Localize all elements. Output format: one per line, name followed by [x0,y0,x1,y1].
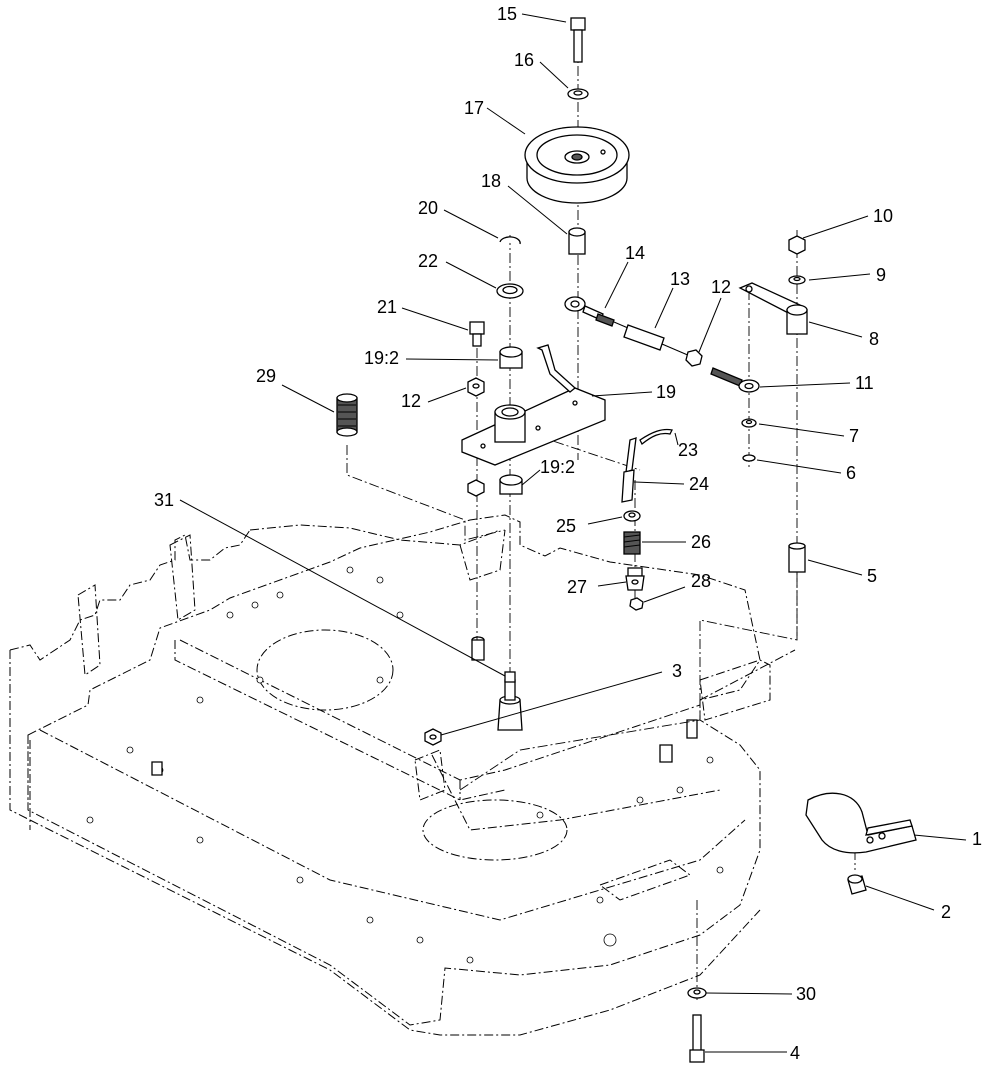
callout-12-left: 12 [401,391,421,411]
washer-9 [788,275,806,285]
washer-30 [687,987,707,999]
callout-23: 23 [678,440,698,460]
callout-17: 17 [464,98,484,118]
bolt-15 [570,17,586,63]
callout-1: 1 [972,829,982,849]
pin-2 [847,874,867,895]
callout-leaders [179,13,967,1053]
washer-7 [741,418,757,428]
callout-29: 29 [256,366,276,386]
nut-12-right [685,349,703,367]
callout-5: 5 [867,566,877,586]
callout-labels: 15 16 17 18 20 22 21 19:2 12 29 19:2 19 … [154,4,982,1063]
callout-31: 31 [154,490,174,510]
pivot-arm-8 [738,282,808,335]
washer-25 [623,510,641,522]
callout-21: 21 [377,297,397,317]
rod-to-11 [710,367,760,393]
callout-28: 28 [691,571,711,591]
washer-16 [567,88,589,100]
callout-30: 30 [796,984,816,1004]
callout-26: 26 [691,532,711,552]
callout-7: 7 [849,426,859,446]
callout-22: 22 [418,251,438,271]
bolt-31 [504,671,516,683]
nut-3 [424,728,442,746]
callout-11: 11 [855,373,874,393]
callout-13: 13 [670,269,690,289]
spring-26 [623,531,641,555]
callout-14: 14 [625,243,645,263]
deflector-bracket-1 [805,792,917,854]
callout-19-2-upper: 19:2 [364,348,399,368]
callout-9: 9 [876,265,886,285]
fitting-27 [625,567,645,591]
callout-10: 10 [873,206,893,226]
bushing-19-lower [499,474,523,495]
callout-19-2-lower: 19:2 [540,457,575,477]
spring-29 [336,393,358,437]
callout-20: 20 [418,198,438,218]
e-clip-20 [499,236,521,245]
callout-25: 25 [556,516,576,536]
cotter-pin-23 [639,428,673,446]
nut-10 [788,235,806,255]
clip-6 [742,454,756,462]
rod-24 [621,437,637,503]
nut-lower-left [467,479,485,497]
callout-8: 8 [869,329,879,349]
washer-22 [496,283,524,299]
callout-18: 18 [481,171,501,191]
bolt-4 [689,1014,705,1063]
callout-15: 15 [497,4,517,24]
callout-24: 24 [689,474,709,494]
idler-pulley-17 [524,126,630,204]
spacer-5 [788,542,806,573]
spacer-18 [568,227,586,255]
callout-16: 16 [514,50,534,70]
deck-holes [86,566,724,964]
callout-2: 2 [941,902,951,922]
idler-arm-19 [461,344,606,466]
callout-27: 27 [567,577,587,597]
callout-19: 19 [656,382,676,402]
bushing-19-upper [499,346,523,369]
callout-3: 3 [672,661,682,681]
callout-4: 4 [790,1043,800,1063]
nut-28 [629,597,644,611]
mower-deck-housing [9,514,796,1036]
callout-12-right: 12 [711,277,731,297]
eye-bolt-14 [564,296,615,327]
nut-12-left [467,377,485,397]
adjuster-13 [613,321,691,357]
callout-6: 6 [846,463,856,483]
bolt-21 [469,321,485,347]
